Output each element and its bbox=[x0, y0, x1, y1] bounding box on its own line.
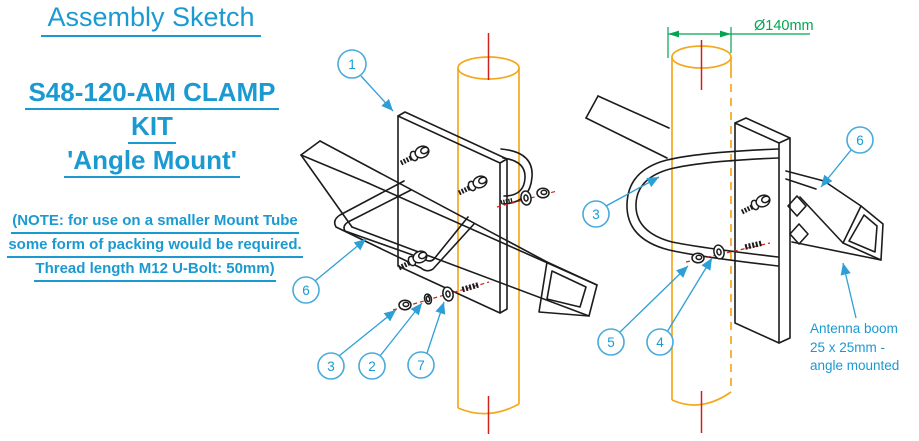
antenna-boom-label: Antenna boom 25 x 25mm - angle mounted bbox=[810, 321, 900, 373]
flat-washer bbox=[519, 189, 533, 207]
callout-6-right: 6 bbox=[846, 126, 874, 154]
thread-end bbox=[462, 285, 479, 290]
sketch-title-text: Assembly Sketch bbox=[41, 2, 261, 37]
packing-note-line: (NOTE: for use on a smaller Mount Tube bbox=[0, 210, 310, 234]
round-ubolt-left bbox=[500, 148, 533, 205]
lock-nut bbox=[536, 187, 550, 199]
packing-note: (NOTE: for use on a smaller Mount Tube s… bbox=[0, 210, 310, 282]
packing-note-line: some form of packing would be required. bbox=[0, 234, 310, 258]
callout-7-left: 7 bbox=[407, 351, 435, 379]
kit-heading-line: S48-120-AM CLAMP bbox=[0, 76, 304, 110]
callout-leaders bbox=[314, 75, 857, 357]
callout-5-right: 5 bbox=[597, 328, 625, 356]
left-view bbox=[300, 33, 598, 434]
square-ubolt-left bbox=[333, 180, 475, 272]
kit-heading: S48-120-AM CLAMP KIT 'Angle Mount' bbox=[0, 76, 304, 178]
hex-bolt bbox=[459, 174, 489, 193]
hex-bolt bbox=[401, 144, 431, 163]
thread-end bbox=[745, 243, 763, 247]
hex-bolt bbox=[742, 193, 772, 212]
callout-6-left: 6 bbox=[292, 276, 320, 304]
clamp-plate-right bbox=[734, 117, 791, 344]
svg-text:6: 6 bbox=[856, 133, 864, 148]
mount-tube-right bbox=[671, 40, 732, 433]
antenna-boom-left bbox=[300, 140, 598, 317]
callout-3-right: 3 bbox=[582, 200, 610, 228]
sketch-title: Assembly Sketch bbox=[16, 2, 286, 37]
callout-1-left: 1 bbox=[337, 49, 367, 79]
svg-text:6: 6 bbox=[302, 283, 310, 298]
diameter-label: Ø140mm bbox=[754, 18, 814, 34]
spring-washer bbox=[422, 292, 434, 306]
lock-nut bbox=[691, 252, 705, 264]
svg-text:3: 3 bbox=[592, 207, 600, 222]
svg-text:4: 4 bbox=[656, 335, 664, 350]
kit-heading-line: 'Angle Mount' bbox=[0, 144, 304, 178]
callout-3-left: 3 bbox=[317, 352, 345, 380]
svg-text:7: 7 bbox=[417, 358, 425, 373]
right-view: Ø140mm bbox=[585, 18, 884, 433]
mount-tube-left bbox=[457, 33, 520, 434]
callout-4-right: 4 bbox=[646, 328, 674, 356]
svg-text:5: 5 bbox=[607, 335, 615, 350]
packing-note-line: Thread length M12 U-Bolt: 50mm) bbox=[0, 258, 310, 282]
antenna-boom-right bbox=[585, 95, 884, 261]
lock-nut bbox=[398, 299, 412, 311]
svg-text:1: 1 bbox=[348, 57, 356, 72]
boom-label-leader bbox=[840, 262, 857, 319]
flat-washer bbox=[440, 285, 456, 303]
square-ubolt-right bbox=[787, 195, 809, 245]
diameter-dimension: Ø140mm bbox=[667, 18, 814, 58]
svg-text:2: 2 bbox=[368, 359, 376, 374]
callout-2-left: 2 bbox=[358, 352, 386, 380]
kit-heading-line: KIT bbox=[0, 110, 304, 144]
svg-text:3: 3 bbox=[327, 359, 335, 374]
